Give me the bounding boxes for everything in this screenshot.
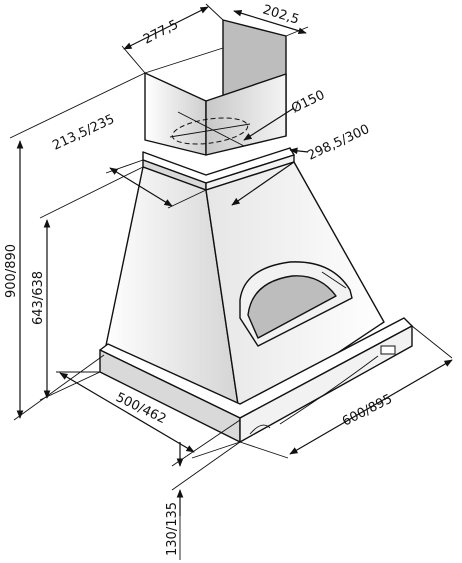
label-outlet-range: 298,5/300 (305, 122, 372, 164)
label-chimney-width: 202,5 (261, 2, 301, 27)
base-cutout-right (380, 345, 396, 355)
label-total-height: 900/890 (4, 244, 19, 298)
chimney-right-face (205, 73, 287, 156)
arched-window-decoration (239, 261, 353, 347)
chimney-left-face (144, 72, 207, 156)
label-base-width: 600/895 (340, 392, 395, 430)
dimension-lines (9, 3, 453, 560)
duct-outlet-circle (169, 111, 251, 147)
label-chimney-depth: 277,5 (141, 17, 181, 47)
label-body-height: 643/638 (31, 271, 46, 325)
label-base-height: 130/135 (165, 502, 180, 556)
base-cutout-left (249, 424, 271, 435)
hood-illustration (99, 19, 413, 443)
label-duct-diameter: Ø150 (289, 88, 327, 117)
label-top-width-range: 213,5/235 (50, 112, 117, 154)
